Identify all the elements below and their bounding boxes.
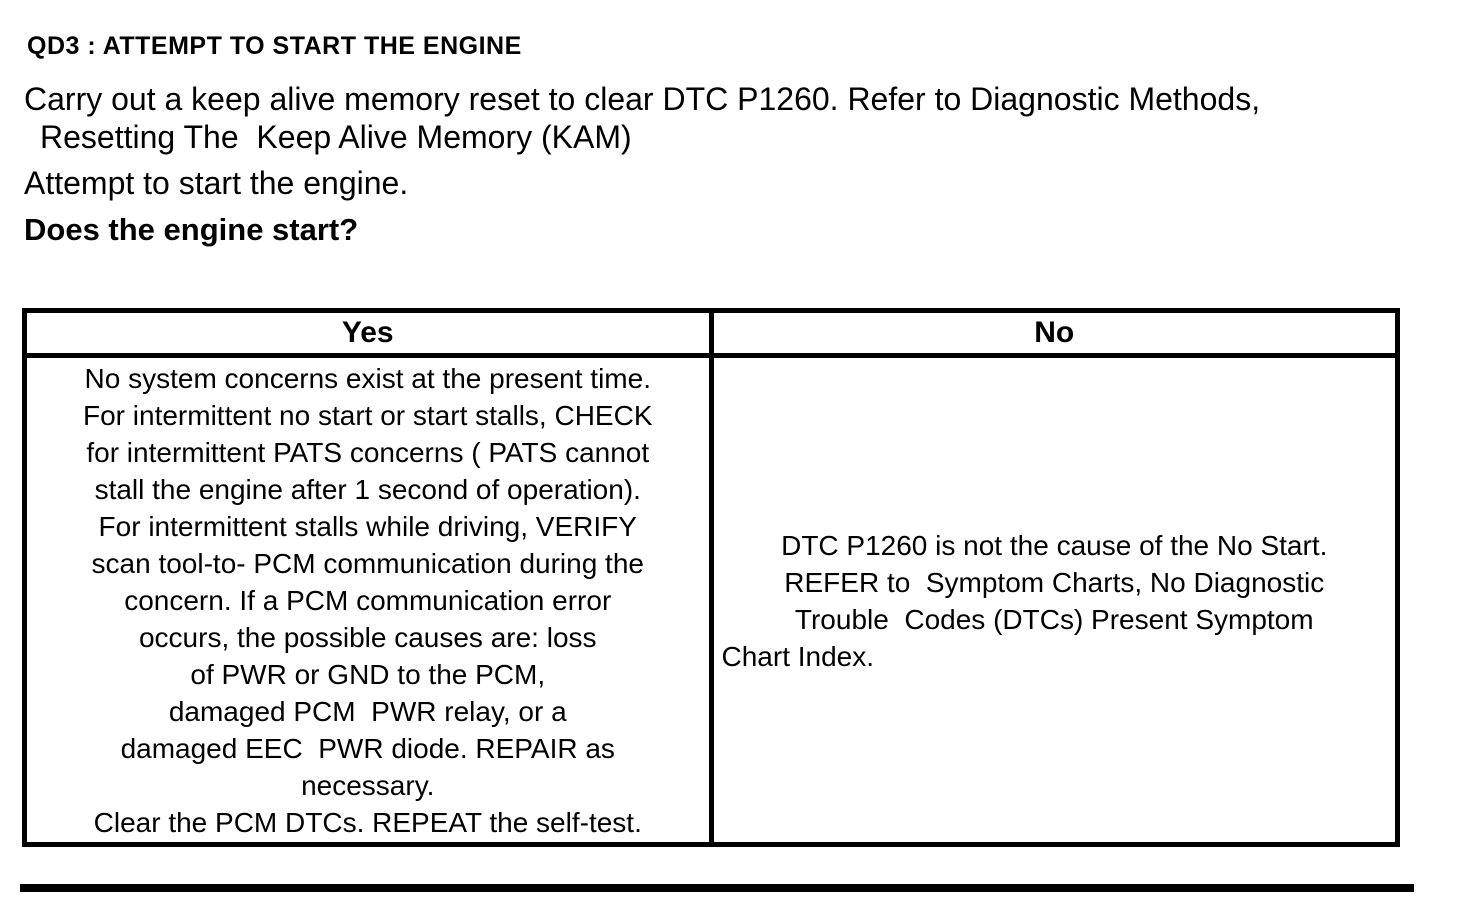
decision-table-body-row: No system concerns exist at the present … <box>27 358 1395 842</box>
instruction-kam-reset-line1: Carry out a keep alive memory reset to c… <box>24 81 1261 117</box>
text-line: concern. If a PCM communication error <box>124 585 612 616</box>
text-line: for intermittent PATS concerns ( PATS ca… <box>86 437 650 468</box>
instruction-kam-reset-line2: Resetting The Keep Alive Memory (KAM) <box>40 119 632 155</box>
yes-action-cell: No system concerns exist at the present … <box>27 358 709 842</box>
text-line: For intermittent stalls while driving, V… <box>98 511 637 542</box>
procedure-title: QD3 : ATTEMPT TO START THE ENGINE <box>27 32 522 60</box>
text-line: of PWR or GND to the PCM, <box>190 659 546 690</box>
no-column-header: No <box>708 313 1396 353</box>
text-line: Clear the PCM DTCs. REPEAT the self-test… <box>93 807 642 838</box>
text-line: No system concerns exist at the present … <box>84 363 651 394</box>
decision-table: Yes No No system concerns exist at the p… <box>22 308 1400 847</box>
instruction-kam-reset: Carry out a keep alive memory reset to c… <box>24 80 1260 156</box>
no-action-cell: DTC P1260 is not the cause of the No Sta… <box>708 358 1396 842</box>
yes-column-header: Yes <box>341 316 394 349</box>
text-line: scan tool-to- PCM communication during t… <box>91 548 644 579</box>
text-line: Trouble Codes (DTCs) Present Symptom <box>794 604 1314 635</box>
decision-question: Does the engine start? <box>24 212 359 247</box>
text-line: occurs, the possible causes are: loss <box>138 622 597 653</box>
bottom-divider <box>20 884 1414 892</box>
text-line: DTC P1260 is not the cause of the No Sta… <box>781 530 1328 561</box>
text-line: damaged PCM PWR relay, or a <box>168 696 567 727</box>
text-line: damaged EEC PWR diode. REPAIR as <box>120 733 615 764</box>
text-line: necessary. <box>301 770 435 801</box>
text-line: REFER to Symptom Charts, No Diagnostic <box>784 567 1325 598</box>
text-line: For intermittent no start or start stall… <box>83 400 653 431</box>
text-line: Chart Index. <box>721 641 875 672</box>
text-line: stall the engine after 1 second of opera… <box>94 474 641 505</box>
instruction-start-engine: Attempt to start the engine. <box>24 165 409 201</box>
decision-table-header-row: Yes No <box>27 313 1395 358</box>
